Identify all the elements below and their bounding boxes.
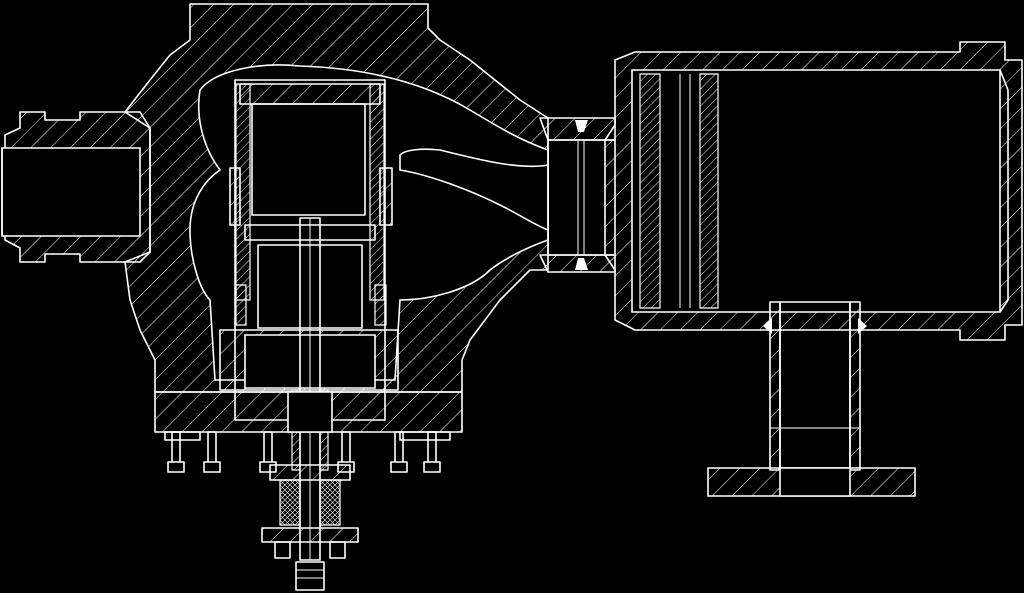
valve-body [124, 3, 549, 393]
drain-nozzle [707, 301, 916, 497]
piston-assembly [219, 79, 399, 421]
bottom-cover [154, 391, 463, 441]
outlet-connection [539, 117, 616, 273]
strainer-housing [604, 41, 1023, 341]
inlet-flange [1, 111, 151, 263]
stem-gland [261, 464, 359, 591]
